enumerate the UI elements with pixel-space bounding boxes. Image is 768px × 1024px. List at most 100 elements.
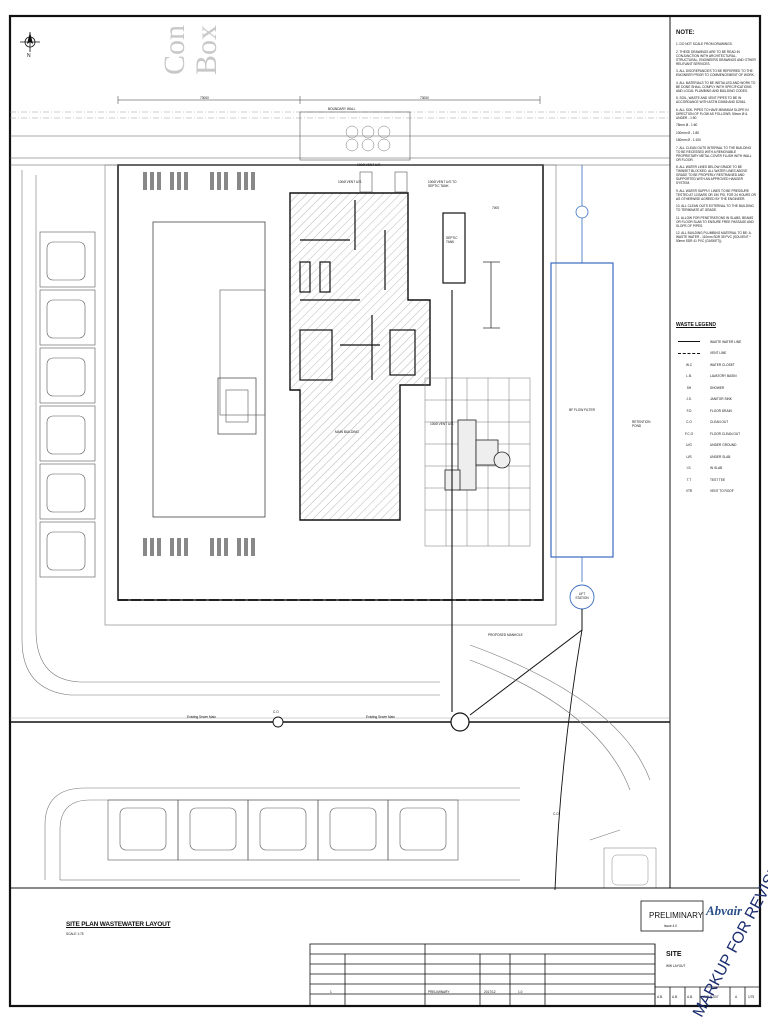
note-item: 100mm Ø - 1:80 [676, 130, 700, 135]
legend-code: T.T [686, 477, 692, 482]
legend-code: C.O [686, 420, 692, 425]
outdoor-bench [483, 261, 500, 329]
septic-tank [442, 212, 466, 284]
titleblock-cell: A.B. [687, 995, 694, 999]
note-item: 9. ALL WATER SUPPLY LINES TO BE PRESSURE… [676, 188, 756, 201]
note-item: 2. THESE DRAWINGS ARE TO BE READ IN CONJ… [676, 49, 756, 66]
legend-label: UNDER SLAB [710, 454, 731, 459]
note-item: 150mm Ø - 1:100 [676, 138, 701, 142]
bottom-road [59, 799, 520, 880]
legend-row: F.D FLOOR DRAIN [676, 405, 758, 417]
faint-stamp-line1: Con [158, 24, 191, 75]
preliminary-stamp: PRELIMINARY [649, 911, 704, 920]
notes-title: NOTE: [676, 30, 695, 36]
title-block [309, 900, 760, 1007]
bf-filter-label: BF FLOW FILTER [569, 408, 595, 412]
dimension-label: 73000 [200, 96, 209, 100]
legend-label: VENT LINE [710, 351, 727, 356]
drawing-scale: SCALE 1:75 [66, 932, 84, 936]
legend-label: JANITOR SINK [710, 397, 732, 402]
legend-row: J.S. JANITOR SINK [676, 394, 758, 406]
bottom-parking-row [107, 799, 459, 861]
revision-version: 1.0 [518, 990, 523, 994]
faint-stamp-line2: Box [190, 24, 223, 75]
north-label: N [27, 53, 31, 59]
legend-code: SH [686, 385, 692, 390]
legend-label: FLOOR CLEAN OUT [710, 431, 741, 436]
legend-title: WASTE LEGEND [676, 322, 717, 328]
legend-row: VENT LINE [676, 348, 758, 360]
note-item: 5. SOIL, WASTE AND VENT PIPES TO BE IN A… [676, 96, 747, 104]
company-logo: Abvair [706, 903, 743, 918]
legend-code: U/G [686, 443, 692, 448]
side-vent-label: 100Ø VENT U/S [430, 422, 454, 426]
play-equipment [444, 419, 511, 491]
legend-label: VENT TO ROOF [710, 489, 734, 494]
drawing-title: SITE PLAN WASTEWATER LAYOUT [66, 921, 171, 928]
drawing-number: WW-P-007 [703, 995, 719, 999]
legend-label: SHOWER [710, 385, 725, 390]
vent-label: 100Ø VENT U/S [338, 180, 362, 184]
inspection-chamber [575, 205, 589, 219]
sewer-main-label: Existing Sewer Main [366, 715, 395, 719]
legend-code: F.D [686, 408, 692, 413]
dimension-label: 7000 [492, 206, 500, 210]
septic-tank-label: SEPTIC TANK [446, 236, 458, 244]
legend-code [676, 341, 702, 343]
legend-code: J.S. [686, 397, 692, 402]
revision-date: 2017/12 [484, 990, 496, 994]
legend-label: CLEAN OUT [710, 420, 729, 425]
revision-letter: A [735, 995, 738, 999]
note-item: 7. ALL CLEAN OUTS INTERNAL TO THE BUILDI… [676, 145, 752, 162]
notes-panel: NOTE: 1. DO NOT SCALE FROM DRAWINGS. 2. T… [676, 30, 756, 247]
left-building [152, 221, 266, 518]
legend-code: U/S [686, 454, 692, 459]
legend-code [676, 352, 702, 354]
sheet-title: SITE [666, 951, 682, 958]
legend-label: FLOOR DRAIN [710, 408, 732, 413]
waste-legend: WASTE LEGEND WASTE WATER LINE VENT LINE W.… [676, 322, 758, 497]
vent-label: 100Ø VENT U/S TO SEPTIC TANK [428, 180, 457, 188]
cleanout-label: C.O [273, 710, 279, 714]
note-item: 1. DO NOT SCALE FROM DRAWINGS. [676, 42, 733, 46]
proposed-manhole-icon [450, 712, 470, 732]
note-item: 11. ALLOW FOR PENETRATIONS IN SLABS, BEA… [676, 215, 754, 228]
legend-label: WASTE WATER LINE [710, 339, 742, 344]
note-item: 4. ALL MATERIALS TO BE INSTALLED AND WOR… [676, 80, 756, 93]
legend-row: C.O CLEAN OUT [676, 417, 758, 429]
waste-line-symbol [678, 341, 700, 343]
note-item: 8. ALL WATER LINES BELOW GRADE TO BE TWI… [676, 165, 748, 185]
seating-rows [143, 172, 255, 556]
vent-line-symbol [678, 352, 700, 354]
vent-label: 100Ø VENT U/S [357, 163, 381, 167]
retention-pond-label: RETENTION POND [632, 420, 651, 428]
legend-code: W.C [685, 362, 693, 367]
titleblock-cell: A.B. [657, 995, 664, 999]
revision-number: 1 [330, 990, 332, 994]
note-item: 75mm Ø - 1:60 [676, 123, 698, 127]
stamp-issue: Issue 4.0 [664, 924, 677, 928]
legend-row: U/S UNDER SLAB [676, 451, 758, 463]
proposed-manhole-label: PROPOSED MANHOLE [488, 633, 523, 637]
driveway [21, 170, 440, 696]
north-arrow-icon [20, 32, 40, 52]
legend-row: SH SHOWER [676, 382, 758, 394]
road-curve [469, 644, 651, 781]
note-item: 12. ALL BUILDING PLUMBING MATERIAL TO BE… [676, 231, 752, 243]
legend-row: I.S.IN SLAB [676, 463, 758, 475]
legend-label: TEST TEE [710, 477, 726, 482]
legend-code: I.S. [686, 466, 692, 471]
note-item: 3. ALL DISCREPANCIES TO BE REFERRED TO T… [676, 69, 755, 77]
courtyard [217, 377, 257, 435]
cleanout-label: C.O [553, 812, 559, 816]
note-item: 10. ALL CLEAN OUTS EXTERNAL TO THE BUILD… [676, 204, 754, 212]
manhole-icon [272, 716, 284, 728]
parking-column [39, 231, 96, 578]
main-building [289, 192, 431, 521]
